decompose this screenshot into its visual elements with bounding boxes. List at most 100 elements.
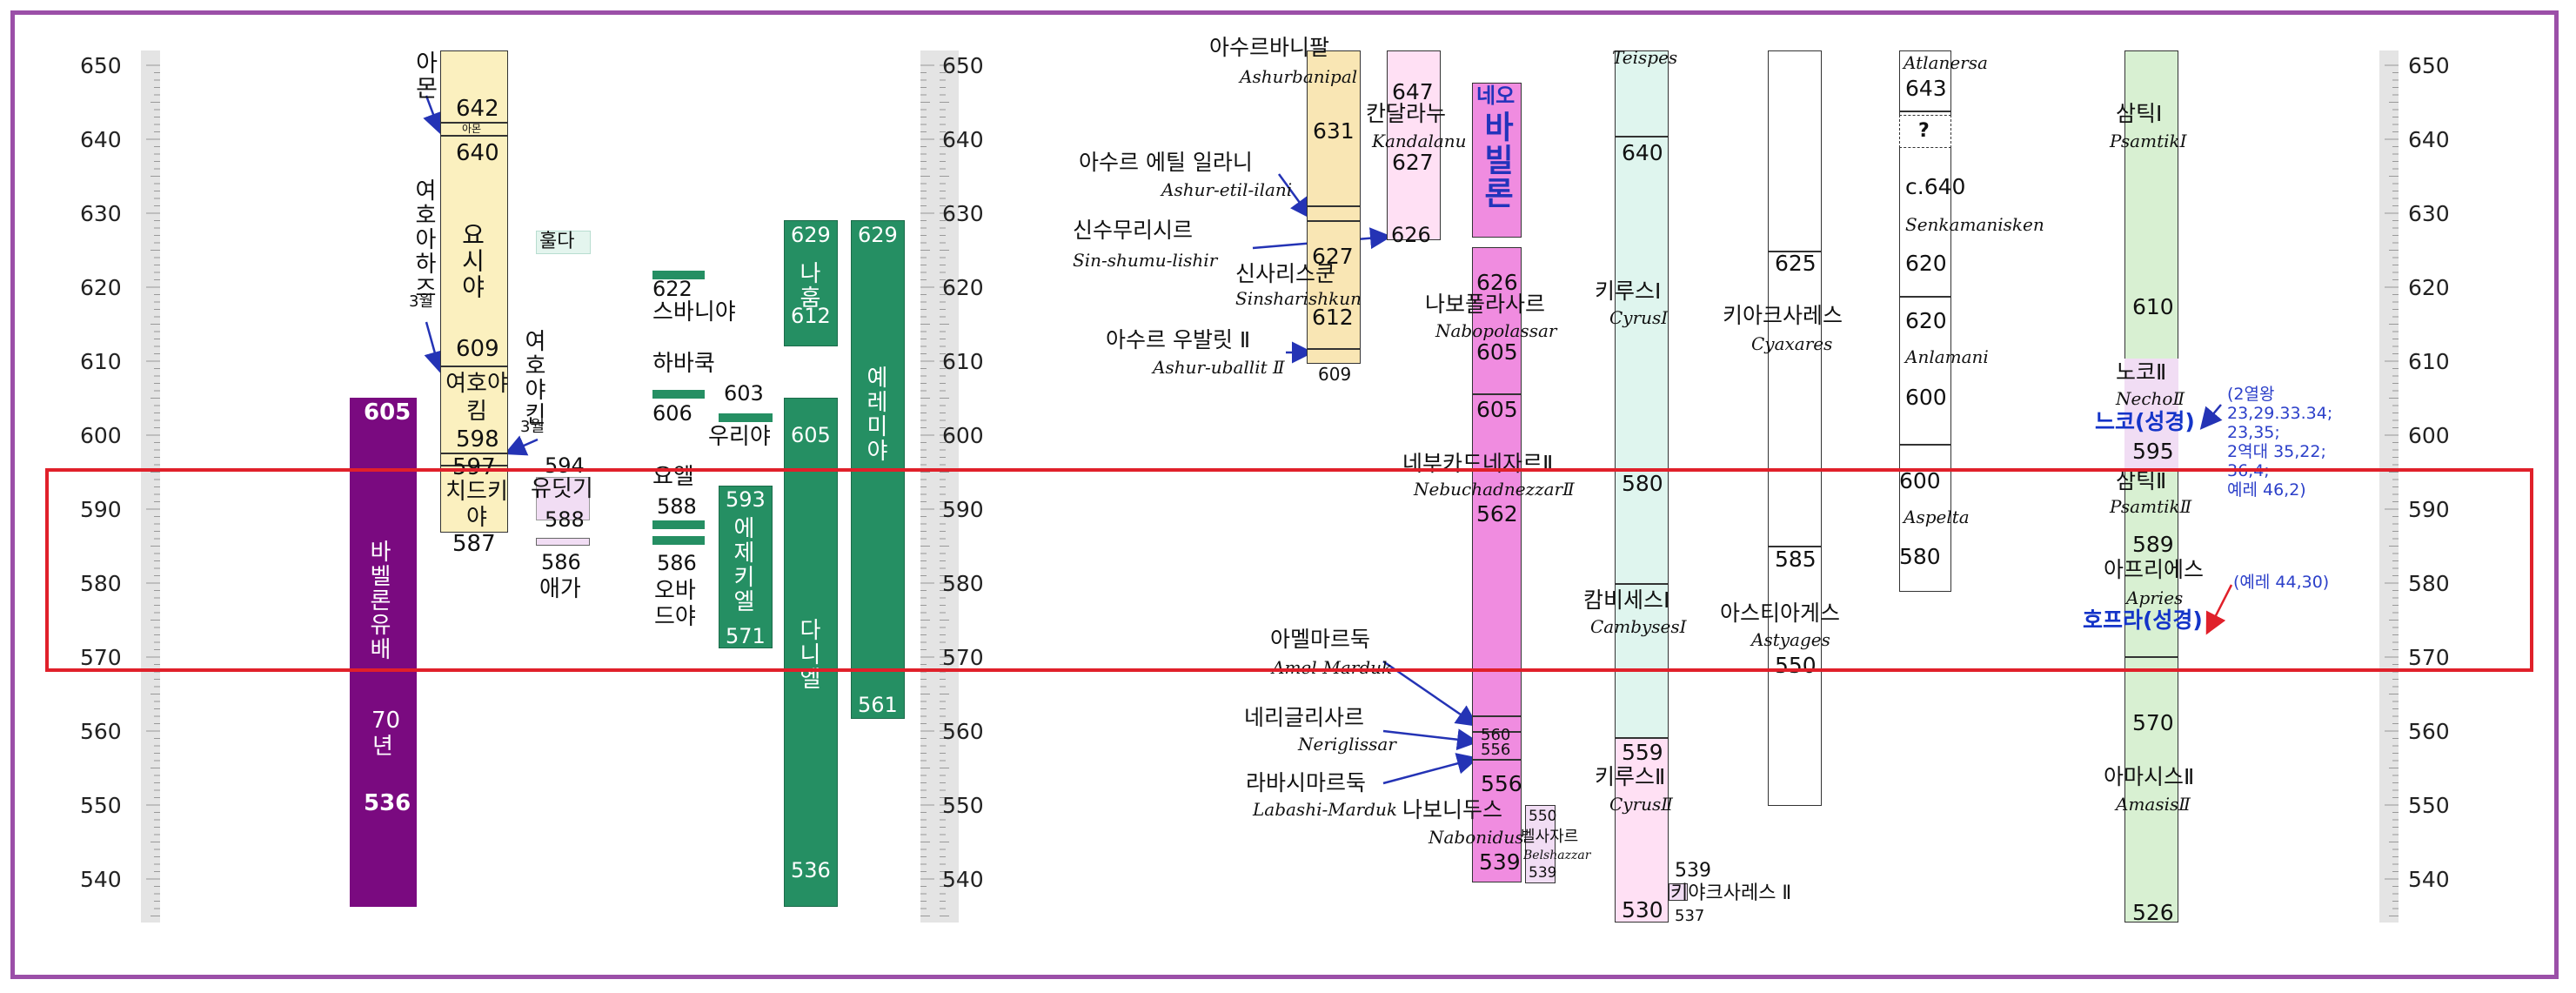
ruler-tick-label: 600	[2408, 423, 2450, 448]
nebuchadnezzar-start: 605	[1476, 397, 1518, 422]
sinshumu-en: Sin-shumu-lishir	[1073, 250, 1218, 271]
ezekiel-bar	[719, 486, 773, 648]
persia-y539: 539	[1675, 860, 1711, 882]
ruler-tick-label: 620	[942, 275, 984, 300]
jehoiachin-note: 3월	[520, 418, 545, 436]
ruler-tick-label: 640	[942, 127, 984, 152]
nahum-end: 612	[791, 304, 831, 328]
obadiah-name: 오바드야	[654, 578, 696, 630]
nabopolassar-start: 626	[1476, 270, 1518, 295]
amel-en: Amel-Marduk	[1272, 657, 1393, 678]
babylon-y560: 560	[1481, 726, 1511, 744]
josiah-end: 609	[456, 336, 499, 362]
kandalanu-bar	[1387, 50, 1441, 240]
kush-y643: 643	[1905, 76, 1947, 101]
labashi-ko: 라바시마르둑	[1246, 770, 1367, 795]
necho-citation-line: 23,29.33.34;	[2227, 404, 2333, 423]
media-y585: 585	[1775, 547, 1817, 572]
chart-frame	[10, 10, 2559, 979]
nabonidus-ko: 나보니두스	[1402, 797, 1503, 822]
year-ruler	[141, 50, 160, 923]
assyria-bar	[1307, 50, 1361, 364]
judah-kings-bar	[440, 50, 508, 533]
nahum-start: 629	[791, 223, 831, 247]
egypt-y595: 595	[2132, 439, 2174, 464]
apries-citation: (예레 44,30)	[2233, 573, 2330, 592]
zedekiah-name: 치드키야	[445, 479, 508, 531]
kush-y580: 580	[1899, 544, 1941, 569]
nebuchadnezzar-en: NebuchadnezzarⅡ	[1414, 479, 1575, 500]
egypt-y610: 610	[2132, 294, 2174, 319]
jeremiah-end: 561	[858, 693, 898, 717]
persia-bar	[1615, 50, 1669, 738]
amasis-en: AmasisⅡ	[2116, 794, 2191, 815]
exile-start: 605	[364, 399, 411, 426]
ruler-tick-label: 580	[942, 571, 984, 596]
nerig-en: Neriglissar	[1298, 734, 1396, 755]
ruler-tick-label: 540	[80, 867, 122, 892]
cyaxares2-ko: 키야크사레스 Ⅱ	[1670, 882, 1792, 904]
jeremiah-start: 629	[858, 223, 898, 247]
cyrus2-end: 530	[1622, 897, 1663, 923]
jeremiah-bar	[851, 220, 905, 719]
necho-bible: 느코(성경)	[2095, 409, 2195, 434]
year-ruler	[920, 50, 940, 923]
nebuchadnezzar-end: 562	[1476, 501, 1518, 527]
ruler-tick-label: 550	[80, 793, 122, 818]
uballit-en: Ashur-uballit Ⅱ	[1153, 357, 1285, 378]
year-ruler	[940, 50, 959, 923]
jehoahaz-name: 여호아하즈	[411, 178, 437, 300]
necho-citation-line: (2열왕	[2227, 385, 2275, 404]
cyrus2-bar	[1615, 738, 1669, 923]
kush-c640: c.640	[1905, 174, 1966, 199]
ruler-tick-label: 620	[80, 275, 122, 300]
jehoiakim-end: 598	[456, 426, 499, 453]
jehoiakim-name: 여호야킴	[445, 371, 508, 425]
necho-en: NechoⅡ	[2116, 388, 2185, 409]
daniel-start: 605	[791, 423, 831, 447]
joel-name: 요엘	[652, 464, 694, 490]
ruler-tick-label: 630	[2408, 201, 2450, 226]
kush-y600a: 600	[1905, 385, 1947, 410]
ruler-tick-label: 560	[80, 719, 122, 744]
uriah-bar	[719, 413, 773, 422]
ruler-tick-label: 620	[2408, 275, 2450, 300]
ruler-tick-label: 570	[942, 645, 984, 670]
apries-ko: 아프리에스	[2104, 557, 2205, 582]
babylon-y556a: 556	[1481, 741, 1511, 759]
necho-citation-line: 2역대 35,22;	[2227, 442, 2326, 461]
egypt-y589: 589	[2132, 532, 2174, 557]
uballit-end: 609	[1318, 364, 1352, 385]
ruler-tick-label: 630	[80, 201, 122, 226]
nahum-bar	[784, 220, 838, 346]
apries-bible: 호프라(성경)	[2083, 607, 2203, 633]
psamtik2-en: PsamtikⅡ	[2110, 496, 2192, 517]
psamtik1-en: PsamtikⅠ	[2110, 131, 2187, 151]
atlanersa-en: Atlanersa	[1904, 52, 1988, 73]
ruler-tick-label: 650	[80, 53, 122, 78]
belshazzar-bar	[1525, 805, 1556, 883]
ruler-tick-label: 610	[2408, 349, 2450, 374]
exile-end: 536	[364, 790, 411, 816]
ruler-tick-label: 610	[80, 349, 122, 374]
labashi-en: Labashi-Marduk	[1253, 799, 1397, 820]
lament-year: 586	[541, 550, 581, 574]
ruler-tick-label: 600	[942, 423, 984, 448]
necho-citation-line: 23,35;	[2227, 423, 2280, 442]
ruler-tick-label: 580	[80, 571, 122, 596]
media-y550: 550	[1775, 653, 1817, 678]
amon-start: 642	[456, 96, 499, 122]
ruler-tick-label: 640	[80, 127, 122, 152]
habakkuk-bar	[652, 390, 705, 399]
cyaxares-en: Cyaxares	[1751, 333, 1833, 354]
ruler-tick-label: 570	[2408, 645, 2450, 670]
persia-y580: 580	[1622, 471, 1663, 496]
uriah-year: 603	[724, 381, 764, 406]
ruler-tick-label: 580	[2408, 571, 2450, 596]
ashurbanipal-year: 631	[1313, 118, 1355, 144]
sinshar-ko: 신사리스쿤	[1235, 261, 1336, 286]
persia-y537: 537	[1675, 907, 1705, 925]
cambyses-ko: 캄비세스Ⅰ	[1583, 587, 1670, 613]
